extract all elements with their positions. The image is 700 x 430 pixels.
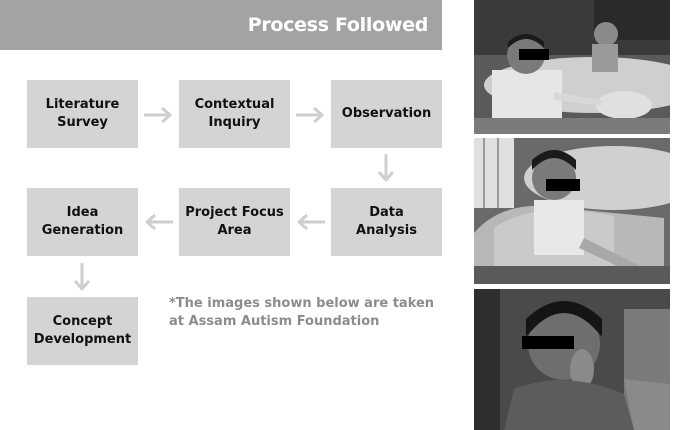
photo-child-at-table (474, 0, 670, 134)
step-data-analysis: Data Analysis (331, 188, 442, 256)
step-literature-survey: Literature Survey (27, 80, 138, 148)
step-observation: Observation (331, 80, 442, 148)
footnote: *The images shown below are taken at Ass… (169, 296, 435, 329)
arrow-down-icon (73, 262, 91, 292)
step-idea-generation: Idea Generation (27, 188, 138, 256)
step-label: Observation (341, 106, 432, 121)
step-contextual-inquiry: Contextual Inquiry (179, 80, 290, 148)
step-label: Contextual Inquiry (194, 97, 275, 130)
arrow-left-icon (144, 213, 174, 231)
step-concept-development: Concept Development (27, 297, 138, 365)
page-title: Process Followed (247, 14, 429, 36)
step-label: Concept Development (33, 314, 132, 347)
step-label: Idea Generation (41, 205, 124, 238)
title-bar: Process Followed (0, 0, 442, 50)
photo-child-in-chair (474, 138, 670, 284)
step-label: Project Focus Area (185, 205, 284, 238)
step-project-focus-area: Project Focus Area (179, 188, 290, 256)
photo-strip (474, 0, 670, 430)
photo-child-portrait (474, 289, 670, 430)
step-label: Literature Survey (45, 97, 120, 130)
arrow-left-icon (296, 213, 326, 231)
step-label: Data Analysis (356, 205, 417, 238)
arrow-right-icon (295, 106, 325, 124)
arrow-down-icon (377, 153, 395, 183)
arrow-right-icon (143, 106, 173, 124)
